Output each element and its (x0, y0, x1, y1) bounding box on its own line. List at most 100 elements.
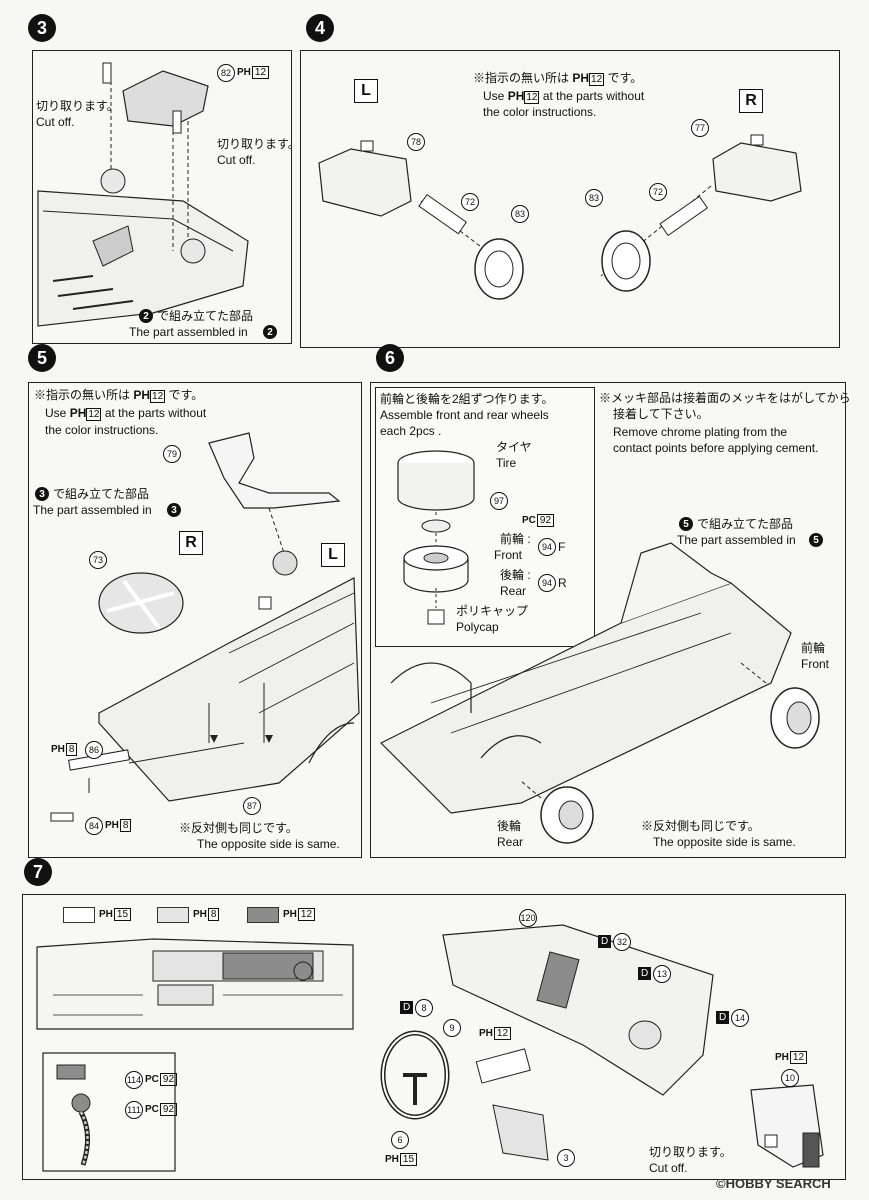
s5-note-en-tail: at the parts without (104, 406, 207, 420)
part-10-marker: 10 (781, 1069, 799, 1087)
part-82-marker: 82 (217, 64, 235, 82)
d14-d: D (716, 1011, 730, 1024)
part-83-right-marker: 83 (585, 189, 603, 207)
wheels-en-2: each 2pcs . (380, 424, 442, 438)
step-4-label: 4 (314, 17, 325, 38)
legend-ph12-box: 12 (297, 908, 316, 921)
legend-swatch-ph12 (247, 907, 279, 923)
s6-opposite-jp: ※反対側も同じです。 (641, 819, 760, 833)
part-72-right-label: 72 (652, 187, 663, 197)
d13-label: 13 (656, 969, 667, 979)
front-suffix: F (558, 540, 566, 554)
note-en-1: Use (483, 89, 505, 103)
step-5-drawing (50, 432, 360, 822)
s5-opposite-jp: ※反対側も同じです。 (179, 821, 298, 835)
s5-note-jp: ※指示の無い所は (34, 388, 131, 402)
wheels-en-1: Assemble front and rear wheels (380, 408, 549, 422)
rear-suffix: R (558, 576, 567, 590)
code-111-box: 92 (159, 1103, 178, 1116)
polycap-en: Polycap (456, 620, 499, 634)
code-10-box: 12 (789, 1051, 808, 1064)
step-4-note-en-2: the color instructions. (483, 105, 597, 119)
s6-opposite-en: The opposite side is same. (653, 835, 796, 849)
part-94r-marker: 94 (538, 574, 556, 592)
part-114-marker: 114 (125, 1071, 143, 1089)
tire-en: Tire (496, 456, 517, 470)
s5-note-en-code: PH (69, 406, 87, 420)
ref-step-2-icon: 2 (139, 309, 153, 323)
d14-code: D (715, 1011, 730, 1024)
part-87-marker: 87 (243, 797, 261, 815)
d32-d: D (598, 935, 612, 948)
ref-step-3-label-en: 3 (171, 504, 177, 516)
d8-label: 8 (421, 1003, 427, 1013)
d13-code: D (637, 967, 652, 980)
code-84-box: 8 (119, 819, 132, 832)
d13-d: D (638, 967, 652, 980)
part-94f-marker: 94 (538, 538, 556, 556)
part-84-marker: 84 (85, 817, 103, 835)
part-10-label: 10 (784, 1073, 795, 1083)
part-97-label: 97 (493, 496, 504, 506)
step-6-drawing (379, 542, 820, 844)
part-73-label: 73 (92, 555, 103, 565)
d32-label: 32 (616, 937, 627, 947)
left-badge: L (354, 79, 378, 103)
step-7-label: 7 (32, 861, 43, 882)
part-78-label: 78 (410, 137, 421, 147)
part-d8-marker: 8 (415, 999, 433, 1017)
part-83-left-label: 83 (514, 209, 525, 219)
s5-opposite-en: The opposite side is same. (197, 837, 340, 851)
ref-step-2-label: 2 (143, 310, 149, 322)
part-97-marker: 97 (490, 492, 508, 510)
assembled-jp: で組み立てた部品 (157, 309, 254, 323)
s5-left-badge: L (321, 543, 345, 567)
front-jp: 前輪 : (500, 532, 531, 546)
note-en-code: PH (507, 89, 525, 103)
ref-step-5-icon: 5 (679, 517, 693, 531)
s5-left-label: L (328, 546, 338, 563)
code-111-pc: PC (145, 1104, 159, 1115)
code-86-box: 8 (65, 743, 78, 756)
d32-code: D (597, 935, 612, 948)
code-10-ph: PH (775, 1052, 789, 1063)
right-badge: R (739, 89, 763, 113)
code-9-box: 12 (493, 1027, 512, 1040)
part-78-marker: 78 (407, 133, 425, 151)
step-5-number: 5 (28, 344, 56, 372)
wheel-drawing (397, 450, 475, 625)
part-d13-marker: 13 (653, 965, 671, 983)
step-6-number: 6 (376, 344, 404, 372)
step-7-number: 7 (24, 858, 52, 886)
part-79-marker: 79 (163, 445, 181, 463)
chrome-jp-1: ※メッキ部品は接着面のメッキをはがしてから (599, 391, 851, 405)
ref-step-5-label-en: 5 (813, 534, 819, 546)
ref-step-3-icon: 3 (35, 487, 49, 501)
code-ph: PH (237, 67, 251, 78)
d8-code: D (399, 1001, 414, 1014)
assembled-en: The part assembled in (129, 325, 248, 340)
s5-right-badge: R (179, 531, 203, 555)
code-6-box: 15 (399, 1153, 418, 1166)
part-111-label: 111 (127, 1105, 141, 1115)
assembled-en-text: The part assembled in (129, 325, 248, 339)
s7-cut-en: Cut off. (649, 1161, 688, 1175)
part-73-marker: 73 (89, 551, 107, 569)
s5-note-en-box: 12 (86, 408, 102, 421)
step-4-number: 4 (306, 14, 334, 42)
note-jp-tail: です。 (607, 71, 643, 85)
s5-assembled-jp: で組み立てた部品 (53, 487, 150, 501)
part-83-right-label: 83 (588, 193, 599, 203)
